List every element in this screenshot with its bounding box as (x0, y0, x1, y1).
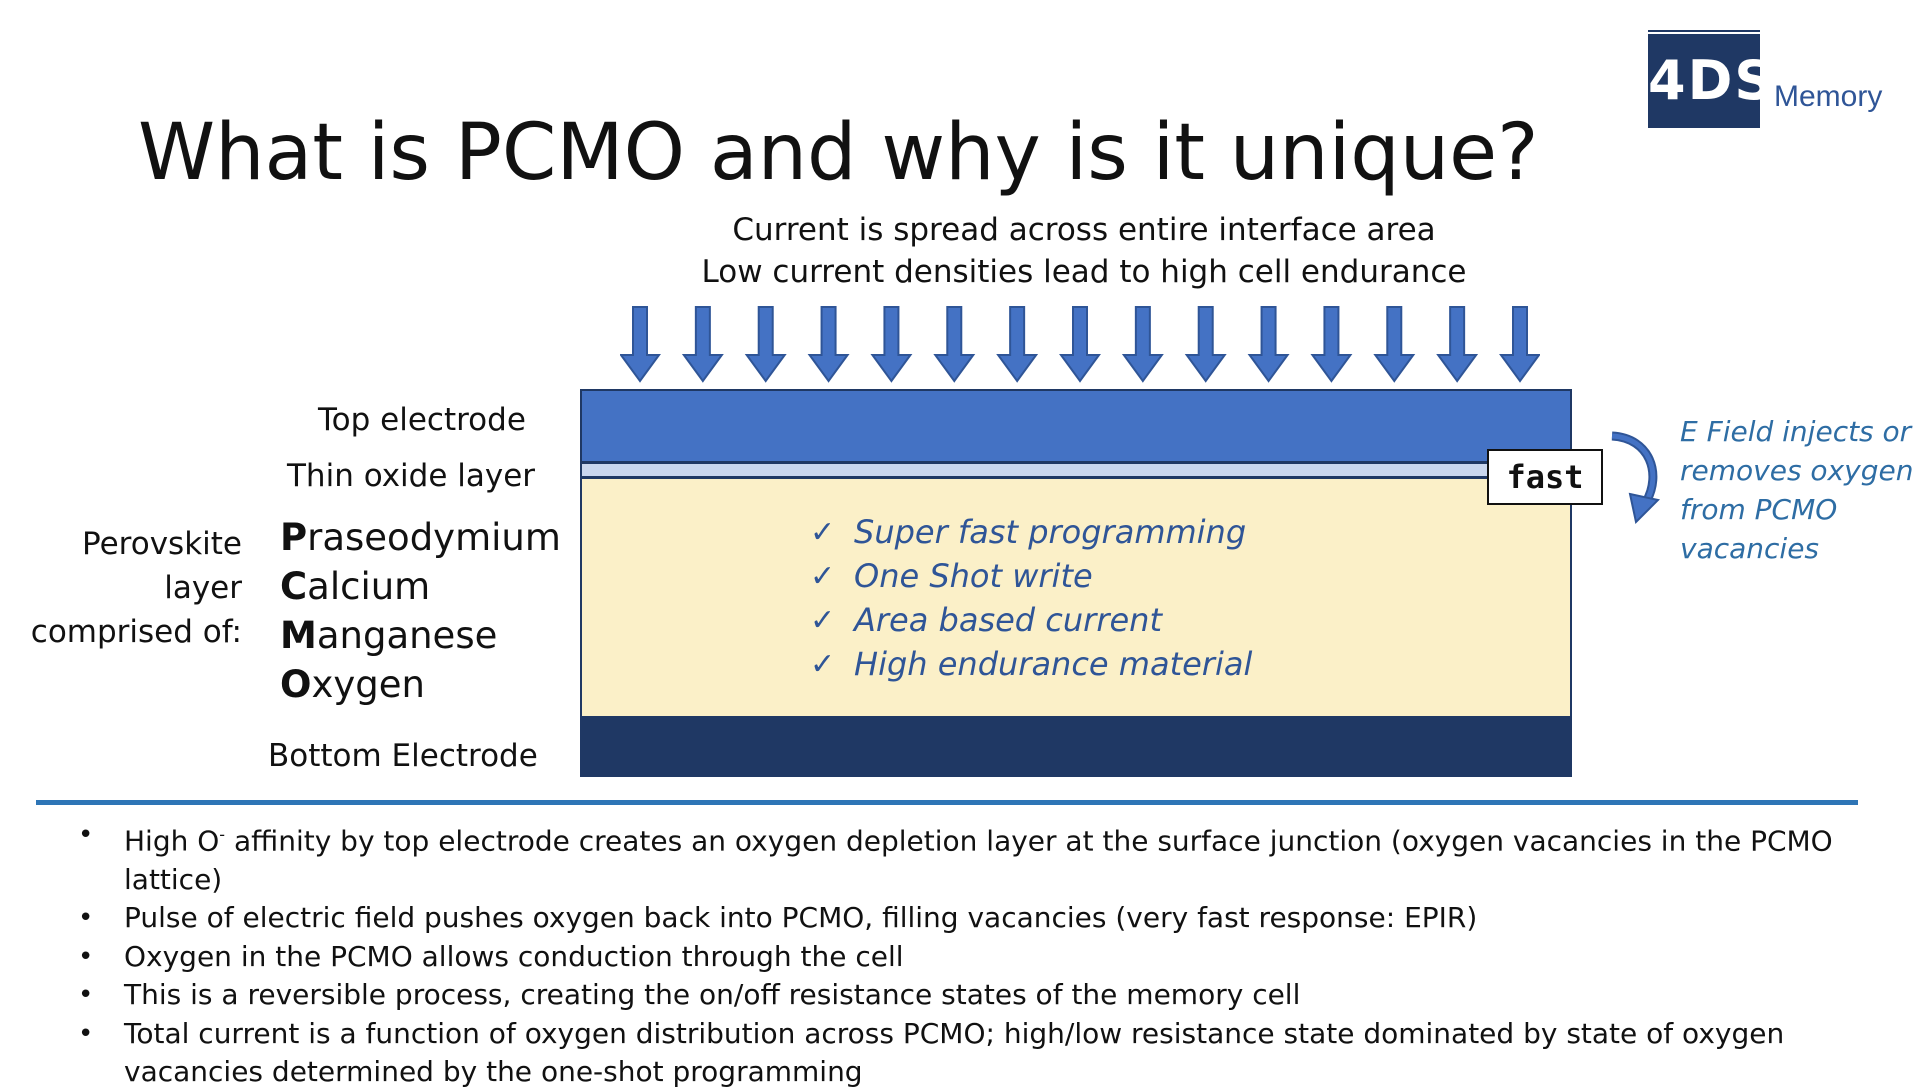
benefit-text: High endurance material (854, 645, 1253, 683)
logo-wordmark: Memory (1774, 80, 1883, 113)
subtitle-line-2: Low current densities lead to high cell … (701, 254, 1467, 290)
down-arrow-icon (620, 306, 661, 383)
thin-oxide-label: Thin oxide layer (287, 458, 536, 494)
slide-title: What is PCMO and why is it unique? (138, 108, 1539, 198)
fast-label: fast (1487, 449, 1603, 505)
bullet-item: High O- affinity by top electrode create… (76, 816, 1916, 899)
bullet-superscript: - (219, 825, 226, 844)
element-item: Manganese (280, 614, 561, 663)
element-rest: xygen (311, 663, 425, 706)
bullet-item: This is a reversible process, creating t… (76, 976, 1916, 1015)
down-arrow-icon (933, 306, 976, 383)
pcmo-layer (580, 477, 1572, 718)
down-arrow-icon (870, 306, 913, 383)
bottom-electrode-layer (580, 717, 1572, 777)
element-initial: O (280, 663, 312, 706)
down-arrow-icon (1059, 306, 1101, 383)
subtitle-line-1: Current is spread across entire interfac… (732, 212, 1436, 248)
benefit-text: Area based current (854, 601, 1162, 639)
benefit-text: Super fast programming (854, 513, 1247, 551)
benefits-list: ✓Super fast programming ✓One Shot write … (810, 510, 1252, 686)
check-icon: ✓ (810, 558, 836, 594)
top-electrode-layer (580, 389, 1572, 463)
down-arrow-icon (1184, 306, 1227, 383)
check-icon: ✓ (810, 646, 836, 682)
bullet-item: Oxygen in the PCMO allows conduction thr… (76, 938, 1916, 977)
bullet-item: Pulse of electric field pushes oxygen ba… (76, 899, 1916, 938)
efield-note: E Field injects or removes oxygen from P… (1680, 412, 1916, 568)
down-arrow-icon (1121, 306, 1164, 383)
thin-oxide-layer (580, 462, 1572, 478)
down-arrow-icon (1436, 306, 1479, 383)
bullet-text: affinity by top electrode creates an oxy… (124, 824, 1833, 896)
efield-note-line: vacancies (1680, 532, 1820, 565)
benefit-item: ✓ Area based current (810, 598, 1252, 642)
down-arrow-icon (996, 306, 1039, 383)
down-arrow-icon (807, 306, 850, 383)
down-arrow-icon (744, 306, 787, 383)
benefit-item: ✓ One Shot write (810, 554, 1252, 598)
down-arrow-icon (681, 306, 724, 383)
element-initial: P (280, 516, 308, 559)
element-initial: M (280, 614, 317, 657)
efield-note-line: E Field injects or (1680, 415, 1912, 448)
element-item: Oxygen (280, 663, 561, 712)
down-arrow-icon (1373, 306, 1416, 383)
perovskite-label-line: comprised of: (30, 614, 242, 650)
bullet-text: High O (124, 824, 220, 858)
efield-note-line: from PCMO (1680, 493, 1838, 526)
perovskite-label-line: Perovskite (82, 526, 242, 562)
explanation-bullets: High O- affinity by top electrode create… (76, 816, 1916, 1092)
element-item: Calcium (280, 565, 561, 614)
check-icon: ✓ (810, 602, 836, 638)
down-arrow-icon (1310, 306, 1353, 383)
perovskite-label-line: layer (164, 570, 242, 606)
element-rest: raseodymium (307, 516, 561, 559)
benefit-item: ✓ High endurance material (810, 642, 1252, 686)
element-item: Praseodymium (280, 516, 561, 565)
perovskite-label: Perovskite layer comprised of: (20, 522, 242, 654)
top-electrode-label: Top electrode (318, 402, 526, 438)
element-initial: C (280, 565, 308, 608)
down-arrow-icon (1247, 306, 1290, 383)
section-divider (36, 800, 1858, 805)
logo-mark: 4DS (1648, 30, 1776, 128)
benefit-text: One Shot write (854, 557, 1093, 595)
down-arrow-icon (1499, 306, 1540, 383)
logo-mark-text: 4DS (1648, 49, 1776, 112)
current-arrows (620, 306, 1540, 383)
benefit-item: ✓ Super fast programming (810, 510, 1252, 554)
efield-note-line: removes oxygen (1680, 454, 1914, 487)
bottom-electrode-label: Bottom Electrode (268, 738, 538, 774)
element-rest: anganese (316, 614, 498, 657)
element-rest: alcium (307, 565, 431, 608)
bullet-item: Total current is a function of oxygen di… (76, 1015, 1916, 1092)
check-icon: ✓ (810, 514, 836, 550)
element-list: Praseodymium Calcium Manganese Oxygen (280, 516, 561, 712)
curved-arrow-icon (1611, 431, 1661, 524)
